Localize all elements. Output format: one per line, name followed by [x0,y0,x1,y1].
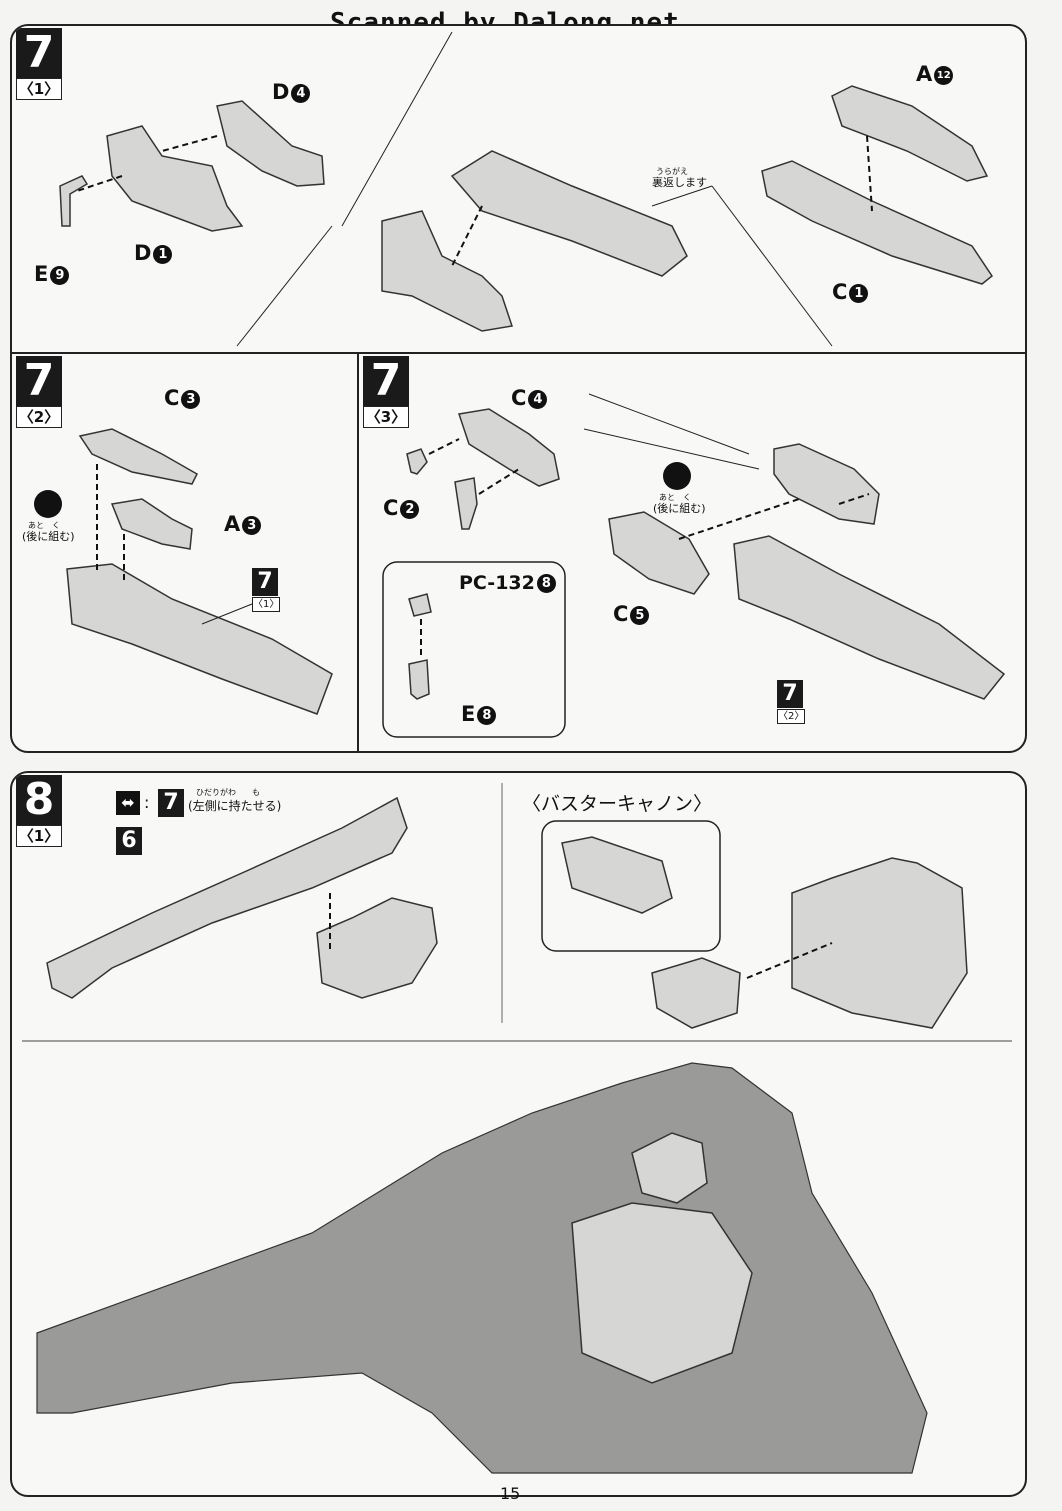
part-number-c2: 2 [400,499,420,519]
later-ruby: あと く [28,521,60,530]
part-letter-e8: E [461,702,476,726]
part-peg [454,477,478,530]
part-c3 [78,428,198,485]
colon: : [144,793,150,812]
ref-step7: 7 [252,568,278,596]
part-cannon [46,796,408,999]
part-number-e9: 9 [50,265,70,285]
part-number-c5: 5 [630,605,650,625]
step7-sub2-number: 7 [16,356,62,406]
part-c1 [761,160,994,285]
ref-step7-sub: 〈1〉 [252,597,280,612]
part-number-a12: 12 [934,65,954,85]
ref-step7-b-sub: 〈2〉 [777,709,805,724]
part-hand [316,897,438,999]
photo-head [631,1132,708,1204]
part-long-body [66,563,333,715]
part-letter-a12: A [916,62,933,86]
flip-note-ruby: うらがえ [656,167,688,176]
part-barrel-top [450,150,688,277]
part-letter-a3: A [224,512,241,536]
part-letter-e9: E [34,262,49,286]
hold-left-ruby: ひだりがわ も [196,788,260,797]
part-number-c3: 3 [181,389,201,409]
step7-number: 7 [16,28,62,78]
part-c2 [406,448,428,475]
part-c5 [608,511,710,595]
part-letter-c1: C [832,280,848,304]
hold-left-note: (左側に持たせる) [188,799,282,813]
part-letter-c2: C [383,496,399,520]
part-c4 [458,408,560,487]
buster-detail-box [541,820,721,952]
part-e9 [59,175,89,227]
step7-sub3-diagram [382,393,1006,738]
later-note-2: (後に組む) [653,502,706,515]
part-letter-d1: D [134,241,152,265]
photo-finished-model [36,1062,928,1474]
part-frame [773,443,880,525]
part-a3 [110,498,193,550]
part-shoulder [791,857,968,1029]
part-a12 [831,85,989,182]
step8-panel: 8 〈1〉 ⬌ : 7 ひだりがわ も (左側に持たせる) 6 〈バスターキャノ… [10,771,1027,1497]
part-buster-small [561,836,673,914]
step7-sub1-label: 〈1〉 [16,78,62,100]
part-d1 [106,125,244,232]
ref-step6: 6 [116,827,142,855]
step7-sub3-label: 〈3〉 [363,406,409,428]
page-number: 15 [500,1484,521,1503]
part-assembly [381,210,513,332]
later-ruby-2: あと く [659,493,691,502]
part-buster-block [651,957,741,1029]
part-letter-d4: D [272,80,290,104]
step8-diagram [22,783,1012,1474]
step7-sub3-number: 7 [363,356,409,406]
part-pc132 [408,593,432,617]
part-letter-c3: C [164,386,180,410]
part-letter-pc132: PC-132 [459,572,535,594]
part-letter-c4: C [511,386,527,410]
part-number-d1: 1 [153,244,173,264]
photo-body [571,1202,753,1384]
flip-note: 裏返します [652,176,707,189]
later-note: (後に組む) [22,530,75,543]
buster-cannon-title: 〈バスターキャノン〉 [522,793,713,815]
step8-sub1-label: 〈1〉 [16,825,62,847]
part-number-c1: 1 [849,283,869,303]
step7-sub2-label: 〈2〉 [16,406,62,428]
part-number-e8: 8 [477,705,497,725]
part-number-d4: 4 [291,83,311,103]
step8-number: 8 [16,775,62,825]
step7-sub2-diagram [34,428,333,715]
part-long-body-2 [733,535,1006,700]
part-number-c4: 4 [528,389,548,409]
part-e8 [408,659,430,700]
step7-sub1-diagram [59,31,994,347]
detail-box [382,561,566,738]
ref-step7-b: 7 [777,680,803,708]
part-number-pc132: 8 [536,574,556,593]
swap-icon: ⬌ [116,791,140,815]
part-letter-c5: C [613,602,629,626]
part-d4 [216,100,325,187]
ref-step7-c: 7 [158,789,184,817]
part-number-a3: 3 [242,515,262,535]
